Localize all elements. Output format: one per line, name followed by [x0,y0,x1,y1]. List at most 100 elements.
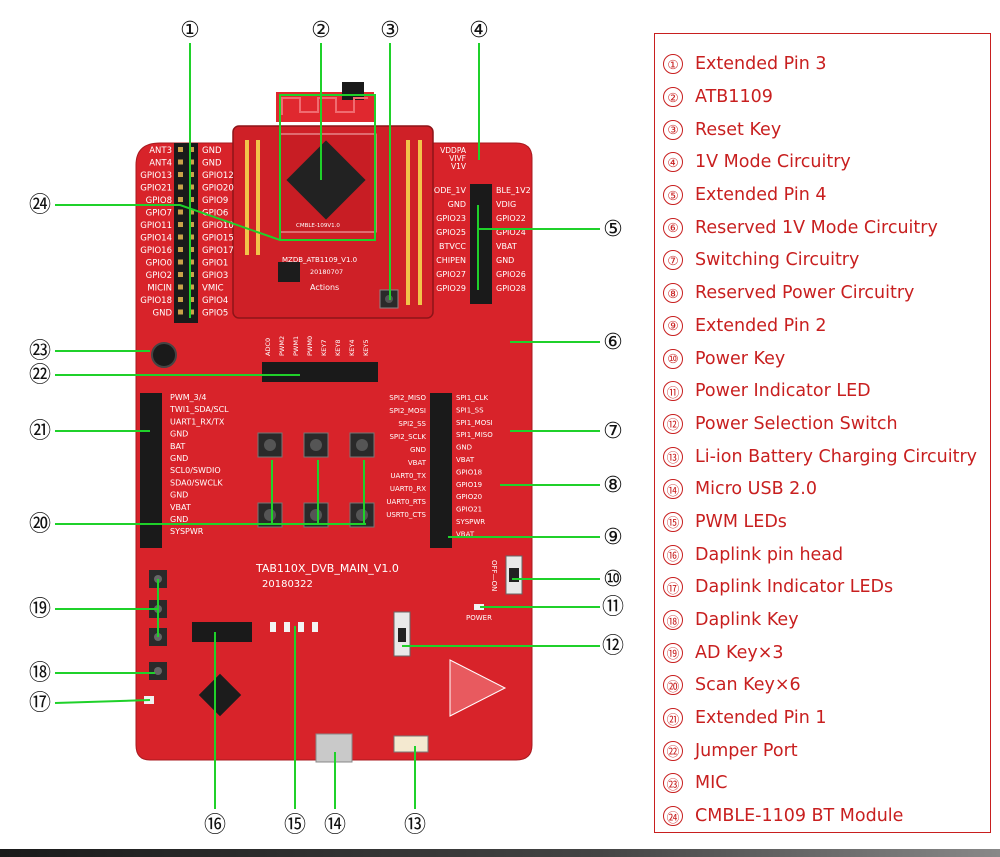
jumper-label: KEY8 [334,340,342,356]
legend-number: ⑤ [663,185,683,206]
left-header-label: GPIO11 [140,221,172,231]
right-top-header [470,184,492,304]
header-pin [189,247,194,252]
left-header-label: MICIN [147,284,172,294]
callout-lines [54,43,600,809]
callout-number: ⑦ [603,419,623,444]
legend-label: Micro USB 2.0 [695,479,817,500]
left-header-label-right: VMIC [202,284,224,294]
module-date: 20180707 [310,268,343,276]
callout-number: ⑰ [29,691,51,716]
header-pin [178,309,183,315]
header-pin [178,172,183,177]
legend-label: Power Selection Switch [695,413,898,434]
bt-chip [286,140,366,220]
ext-pin2-label-left: VBAT [408,459,427,467]
ext-pin1-label: GND [170,430,188,439]
header-pin [189,259,194,265]
pwm-leds [270,622,318,632]
ext-pin2-label-left: USRT0_CTS [386,511,426,519]
header-pin [189,172,194,177]
battery-connector [393,735,429,753]
right-header-label-right: GPIO26 [496,270,526,279]
ext-pin2-label-right: SPI1_SS [456,406,484,414]
callout-number: ㉒ [29,363,51,388]
right-header-label-right: GPIO28 [496,284,526,293]
callout-number: ④ [469,18,489,43]
ext-pin2-label-right: SPI1_CLK [456,394,488,402]
callout-number: ⑳ [29,512,51,537]
ext-pin2-label-left: GND [410,446,426,454]
header-pin [189,284,194,290]
board-logo [449,659,507,717]
callout-number: ⑱ [29,661,51,686]
header-pin [189,297,194,302]
ext-pin2-label-right: VBAT [456,456,475,464]
left-header-label-right: GPIO5 [202,309,228,319]
ext-pin2-label-right: SPI1_MISO [456,431,493,439]
header-pin [189,234,194,240]
legend-number: ⑰ [663,577,683,598]
scan-key-cap [264,509,276,521]
callout-line [55,94,376,241]
callout-number: ⑨ [603,525,623,550]
board-name: TAB110X_DVB_MAIN_V1.0 [255,562,399,575]
ext-pin1-label: SDA0/SWCLK [170,478,223,487]
legend-number: ⑲ [663,642,683,663]
antenna-trace [281,97,368,115]
legend-label: Reserved 1V Mode Circuitry [695,217,938,238]
left-header-label-right: GPIO10 [202,221,234,231]
left-header-label-right: GND [202,159,222,169]
ext-pin2-label-left: UART0_RTS [386,498,426,506]
legend-number: ㉒ [663,740,683,761]
bt-chip-label: CMBLE-109V1.0 [296,223,340,229]
header-pin [189,197,194,202]
callout-number: ㉓ [29,339,51,364]
board-date: 20180322 [262,579,313,590]
right-header-label-right: VBAT [496,242,517,251]
legend-label: PWM LEDs [695,511,787,532]
left-header-label: GPIO0 [146,259,172,269]
ext-pin2-label-right: VBAT [456,530,475,538]
ext-pin1-label: TWI1_SDA/SCL [169,405,229,414]
ext-pin2-label-left: UART0_RX [390,485,426,493]
ext-pin1-label: GND [170,454,188,463]
legend-label: MIC [695,773,728,794]
legend-number: ⑯ [663,544,683,565]
callout-line [477,205,600,290]
legend-number: ③ [663,119,683,140]
header-pin [178,184,183,190]
ext-pin1-label: UART1_RX/TX [170,417,225,426]
scan-key [349,432,375,458]
left-header-label: GPIO14 [140,234,172,244]
legend-label: Daplink pin head [695,544,844,565]
callout-line [54,699,151,704]
callout-number: ① [180,18,200,43]
legend-label: Extended Pin 1 [695,708,827,729]
ext-pin2-label-right: GPIO20 [456,493,482,501]
left-header-label-right: GPIO12 [202,171,234,181]
legend-label: ATB1109 [695,87,773,108]
left-header-label: GPIO21 [140,184,172,194]
ext-pin2-label-right: GPIO21 [456,506,482,514]
header-pin [178,272,183,277]
legend-number: ⑨ [663,315,683,336]
callout-number: ㉑ [29,419,51,444]
legend-number: ⑬ [663,446,683,467]
right-header-label-left: GND [448,200,466,209]
module-header-right [406,140,422,305]
header-pin [189,159,194,165]
